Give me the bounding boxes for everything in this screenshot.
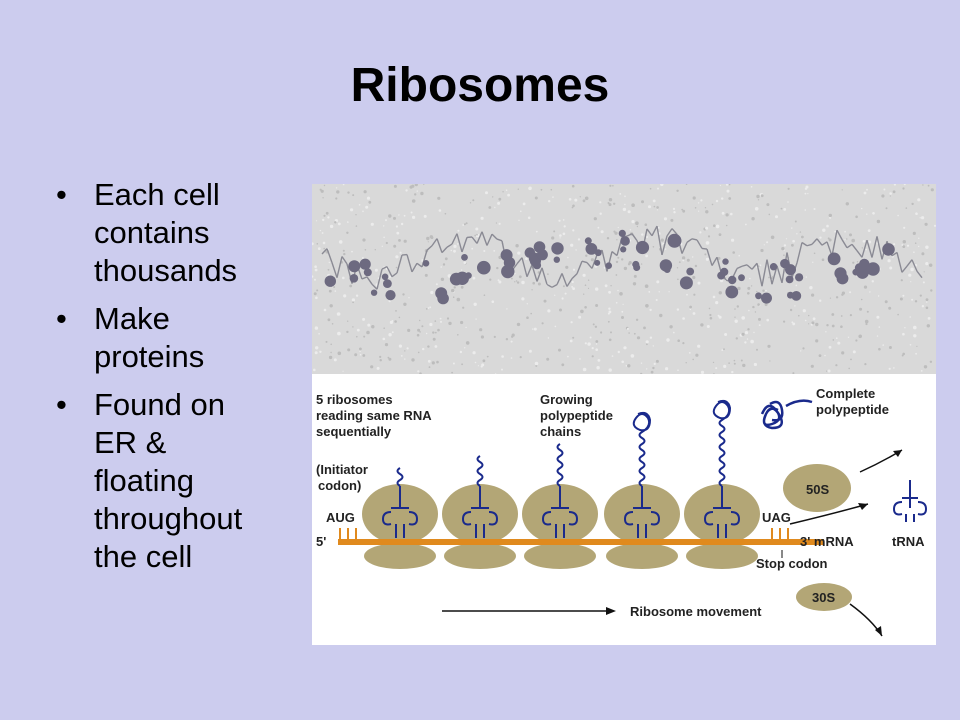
ribosome-row — [362, 399, 760, 569]
ribosome-small-subunit — [364, 543, 436, 569]
arrow-head-icon — [875, 626, 882, 636]
label-growing-chains: polypeptide — [540, 408, 613, 423]
ribosome-small-subunit — [606, 543, 678, 569]
complete-polypeptide-icon — [760, 399, 813, 430]
bullet-list: • Each cell contains thousands • Make pr… — [56, 176, 306, 586]
bullet-line: ER & — [94, 425, 167, 460]
polypeptide-chain-icon — [396, 467, 404, 487]
arrow-head-icon — [858, 503, 868, 510]
label-growing-chains: Growing — [540, 392, 593, 407]
aug-codon-icon — [339, 528, 357, 539]
ribosome-small-subunit — [686, 543, 758, 569]
trna-icon — [703, 486, 741, 538]
bullet-item: • Found on ER & floating throughout the … — [56, 386, 306, 576]
ribosome-large-subunit — [442, 484, 518, 544]
electron-micrograph — [312, 184, 936, 374]
bullet-line: contains — [94, 215, 210, 250]
large-subunit-50s — [783, 464, 851, 512]
label-complete-polypeptide: Complete — [816, 386, 875, 401]
ribosome-small-subunit — [524, 543, 596, 569]
bullet-line: Each cell — [94, 177, 220, 212]
translation-diagram: 5 ribosomes reading same RNA sequentiall… — [316, 386, 928, 637]
ribosome-figure: 5 ribosomes reading same RNA sequentiall… — [312, 184, 936, 645]
label-50s: 50S — [806, 482, 829, 497]
bullet-dot-icon: • — [56, 301, 67, 336]
label-complete-polypeptide: polypeptide — [816, 402, 889, 417]
label-stop-codon: Stop codon — [756, 556, 828, 571]
label-aug: AUG — [326, 510, 355, 525]
trna-icon — [381, 486, 419, 538]
polypeptide-chain-icon — [712, 399, 732, 487]
trna-icon — [461, 486, 499, 538]
label-ribosomes: 5 ribosomes — [316, 392, 393, 407]
label-3-mrna: 3' mRNA — [800, 534, 854, 549]
label-uag: UAG — [762, 510, 791, 525]
ribosome-small-subunit — [444, 543, 516, 569]
ribosome-large-subunit — [604, 484, 680, 544]
label-ribosomes: reading same RNA — [316, 408, 432, 423]
bullet-line: thousands — [94, 253, 238, 288]
bullet-dot-icon: • — [56, 177, 67, 212]
polypeptide-chain-icon — [556, 443, 564, 487]
label-initiator-codon: codon) — [318, 478, 361, 493]
arrow-head-icon — [606, 607, 616, 615]
mrna-strand — [338, 539, 824, 545]
bullet-line: the cell — [94, 539, 193, 574]
label-initiator-codon: (Initiator — [316, 462, 368, 477]
small-subunit-30s — [796, 583, 852, 611]
bullet-line: Found on — [94, 387, 225, 422]
bullet-line: Make — [94, 301, 170, 336]
free-trna-icon — [892, 480, 928, 522]
arrow-head-icon — [893, 450, 902, 457]
ribosome-large-subunit — [684, 484, 760, 544]
label-growing-chains: chains — [540, 424, 581, 439]
bullet-line: floating — [94, 463, 194, 498]
trna-icon — [623, 486, 661, 538]
uag-codon-icon — [771, 528, 789, 539]
bullet-line: proteins — [94, 339, 205, 374]
bullet-item: • Make proteins — [56, 300, 306, 376]
polypeptide-chain-icon — [632, 411, 652, 487]
bullet-item: • Each cell contains thousands — [56, 176, 306, 290]
label-5-prime: 5' — [316, 534, 326, 549]
trna-icon — [541, 486, 579, 538]
slide-title: Ribosomes — [350, 59, 610, 112]
label-30s: 30S — [812, 590, 835, 605]
ribosome-large-subunit — [522, 484, 598, 544]
label-trna: tRNA — [892, 534, 925, 549]
label-ribosome-movement: Ribosome movement — [630, 604, 762, 619]
bullet-line: throughout — [94, 501, 243, 536]
bullet-dot-icon: • — [56, 387, 67, 422]
ribosome-large-subunit — [362, 484, 438, 544]
label-ribosomes: sequentially — [316, 424, 392, 439]
polypeptide-chain-icon — [476, 455, 484, 487]
